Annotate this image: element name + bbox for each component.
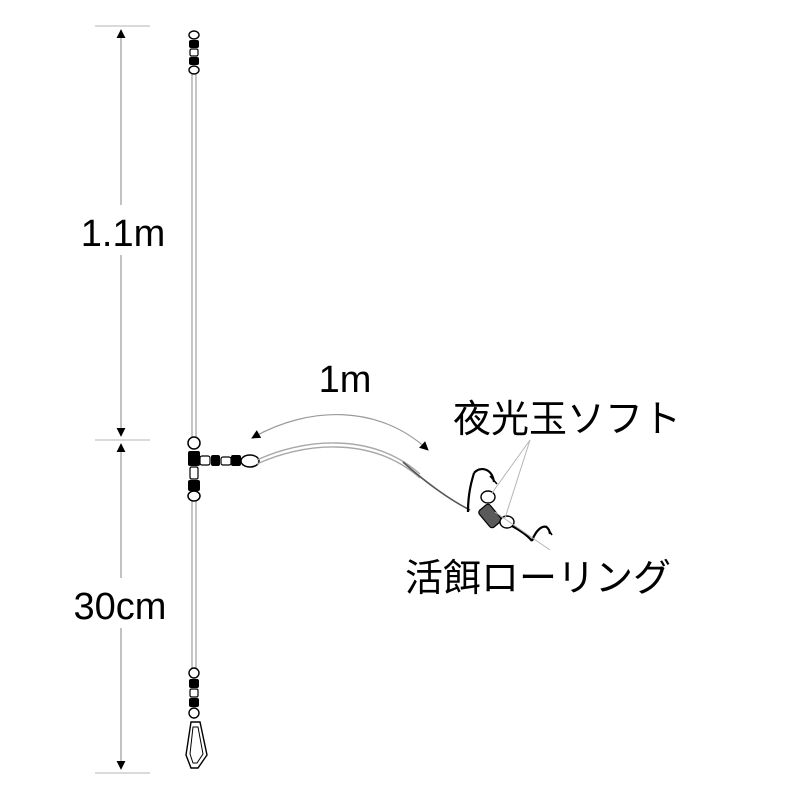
branch-leader bbox=[256, 442, 471, 511]
dimension-lines: 1.1m 30cm bbox=[45, 25, 195, 774]
bottom-snap-swivel bbox=[185, 667, 208, 769]
callouts: 夜光玉ソフト 活餌ローリング bbox=[405, 399, 681, 600]
lower-length-label: 30cm bbox=[74, 586, 167, 628]
branch-dimension: 1m bbox=[251, 359, 429, 451]
glow-bead-label: 夜光玉ソフト bbox=[453, 399, 681, 441]
top-swivel bbox=[188, 30, 200, 75]
hook-assembly bbox=[466, 467, 553, 542]
main-line bbox=[191, 70, 197, 668]
branch-length-label: 1m bbox=[319, 359, 372, 401]
upper-length-label: 1.1m bbox=[81, 213, 165, 255]
branch-swivel bbox=[187, 436, 260, 502]
swivel-ring-label: 活餌ローリング bbox=[405, 558, 671, 600]
